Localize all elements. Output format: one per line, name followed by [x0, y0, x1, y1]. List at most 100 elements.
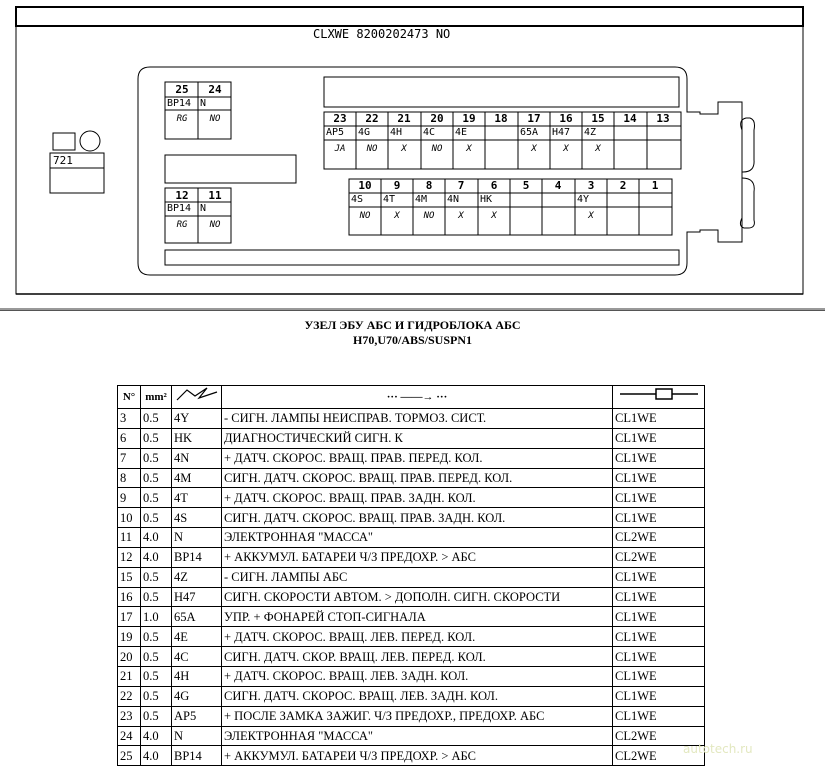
cell-wire-code: 4N [171, 447, 222, 469]
cell-connector: CL1WE [612, 408, 705, 429]
pin-color: X [466, 144, 472, 154]
pin-number: 6 [490, 179, 498, 192]
cell-connector: CL2WE [612, 725, 705, 747]
cell-connector: CL1WE [612, 507, 705, 529]
pin-code: N [200, 203, 207, 214]
connector-icon [612, 385, 705, 409]
cell-wire-section: 0.5 [140, 626, 172, 648]
cell-pin-number: 7 [117, 447, 141, 469]
pin-number: 12 [175, 189, 189, 202]
pin-number: 5 [522, 179, 530, 192]
pin-color: X [531, 144, 537, 154]
cell-connector: CL1WE [612, 586, 705, 608]
cell-wire-section: 4.0 [140, 725, 172, 747]
pin-code: 4Y [577, 194, 590, 205]
pin-color: NO [209, 220, 221, 230]
cell-description: + ДАТЧ. СКОРОС. ВРАЩ. ЛЕВ. ЗАДН. КОЛ. [221, 665, 613, 687]
cell-wire-code: BP14 [171, 745, 222, 767]
document-subtitle: H70,U70/ABS/SUSPN1 [352, 333, 473, 347]
cell-description: УПР. + ФОНАРЕЙ СТОП-СИГНАЛА [221, 606, 613, 628]
cell-pin-number: 22 [117, 685, 141, 707]
pin-color: X [563, 144, 569, 154]
cell-connector: CL2WE [612, 546, 705, 568]
section-divider-line [0, 310, 825, 311]
pin-number: 22 [365, 112, 379, 125]
cell-wire-section: 0.5 [140, 487, 172, 509]
cell-connector: CL1WE [612, 646, 705, 667]
pin-color: RG [176, 220, 188, 230]
pin-color: X [394, 211, 400, 221]
pin-color: X [595, 144, 601, 154]
cell-wire-section: 0.5 [140, 566, 172, 588]
cell-wire-section: 1.0 [140, 606, 172, 628]
cell-wire-code: 4H [171, 665, 222, 687]
cell-wire-section: 0.5 [140, 427, 172, 449]
pin-number: 11 [208, 189, 222, 202]
pin-code: 4H [390, 127, 403, 138]
cell-wire-section: 0.5 [140, 685, 172, 707]
pin-number: 16 [559, 112, 573, 125]
pin-code: 4Z [584, 127, 597, 138]
cell-description: СИГН. ДАТЧ. СКОРОС. ВРАЩ. ЛЕВ. ЗАДН. КОЛ… [221, 685, 613, 707]
pin-number: 25 [175, 83, 189, 96]
pin-color: NO [209, 114, 221, 124]
cell-pin-number: 25 [117, 745, 141, 767]
pin-number: 9 [393, 179, 401, 192]
pin-code: 4T [383, 194, 396, 205]
pin-number: 21 [397, 112, 411, 125]
pin-number: 24 [208, 83, 222, 96]
pin-code: BP14 [167, 98, 192, 109]
connector-outline-drawing [15, 6, 804, 295]
cell-connector: CL1WE [612, 467, 705, 489]
cell-connector: CL2WE [612, 745, 705, 767]
pin-code: 4E [455, 127, 468, 138]
pin-number: 1 [651, 179, 659, 192]
cell-description: СИГН. ДАТЧ. СКОРОС. ВРАЩ. ПРАВ. ПЕРЕД. К… [221, 467, 613, 489]
cell-pin-number: 24 [117, 725, 141, 747]
cell-description: + ДАТЧ. СКОРОС. ВРАЩ. ПРАВ. ПЕРЕД. КОЛ. [221, 447, 613, 469]
pin-number: 13 [656, 112, 670, 125]
pin-code: BP14 [167, 203, 192, 214]
cell-pin-number: 23 [117, 705, 141, 727]
cell-wire-code: 65A [171, 606, 222, 628]
cell-wire-code: HK [171, 427, 222, 449]
connector-part-code: CLXWE 8200202473 NO [313, 27, 451, 41]
cell-wire-code: 4C [171, 646, 222, 667]
cell-wire-section: 0.5 [140, 586, 172, 608]
cell-pin-number: 15 [117, 566, 141, 588]
cell-connector: CL1WE [612, 606, 705, 628]
cell-connector: CL1WE [612, 626, 705, 648]
pin-number: 10 [358, 179, 372, 192]
cell-pin-number: 3 [117, 408, 141, 429]
table-header-row: N° mm² ··· ——→ ··· [117, 385, 705, 409]
pin-number: 14 [623, 112, 637, 125]
pin-number: 17 [527, 112, 541, 125]
cell-description: ДИАГНОСТИЧЕСКИЙ СИГН. К [221, 427, 613, 449]
pin-color: NO [431, 144, 443, 154]
header-description: ··· ——→ ··· [221, 385, 613, 409]
cell-wire-section: 0.5 [140, 705, 172, 727]
pin-code: HK [480, 194, 493, 205]
pin-color: NO [423, 211, 435, 221]
cell-connector: CL1WE [612, 487, 705, 509]
pin-number: 7 [457, 179, 465, 192]
cell-wire-code: 4T [171, 487, 222, 509]
cell-wire-section: 0.5 [140, 507, 172, 529]
wire-icon [171, 385, 222, 409]
watermark: autotech.ru [683, 742, 753, 756]
cell-wire-section: 0.5 [140, 665, 172, 687]
pin-code: N [200, 98, 207, 109]
pin-code: 4C [423, 127, 436, 138]
cell-wire-section: 0.5 [140, 447, 172, 469]
pin-color: X [588, 211, 594, 221]
cell-pin-number: 9 [117, 487, 141, 509]
